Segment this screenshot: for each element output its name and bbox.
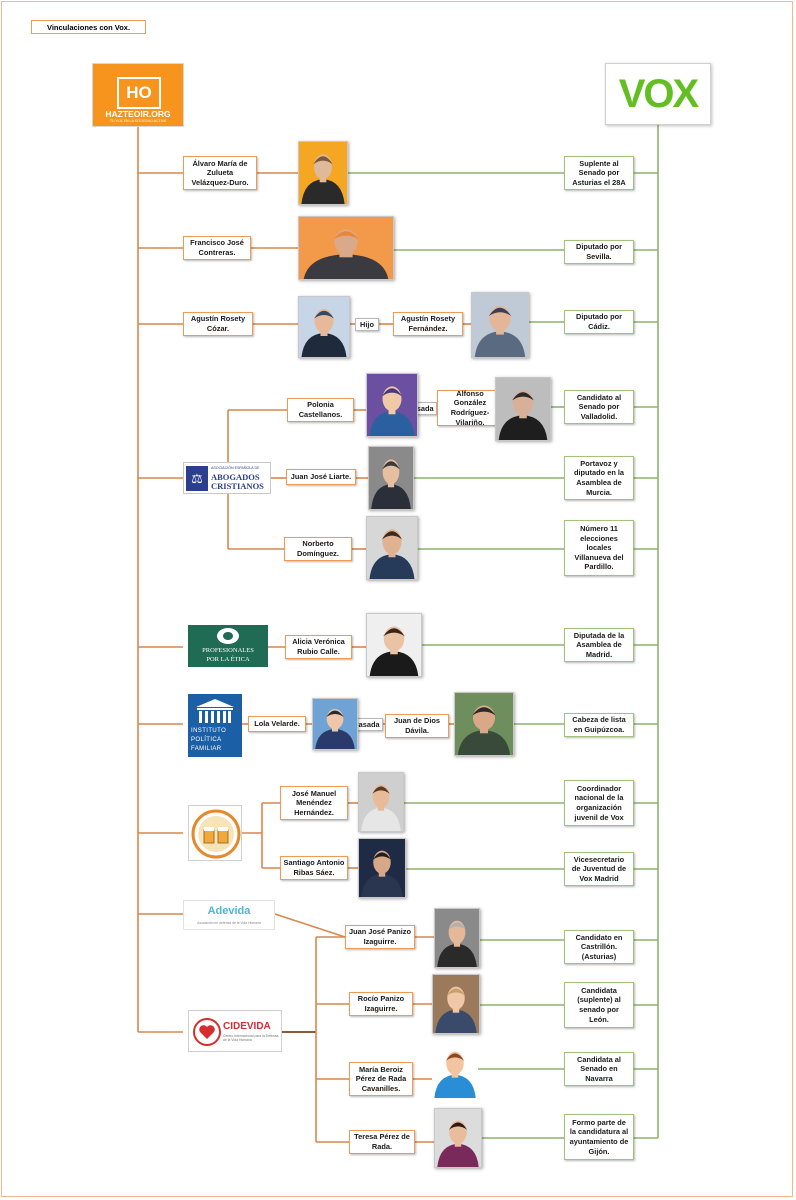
person-santiago: Santiago Antonio Ribas Sáez. — [280, 856, 348, 880]
photo-alvaro — [298, 141, 348, 205]
cidevida-logo: CIDEVIDA Centro Internacional para la De… — [188, 1010, 282, 1052]
photo-norberto — [366, 516, 418, 580]
person-juan-de-dios: Juan de Dios Dávila. — [385, 714, 449, 738]
abogados-top: ASOCIACIÓN ESPAÑOLA DE — [211, 466, 260, 470]
profesionales-etica-logo: PROFESIONALES POR LA ÉTICA — [188, 625, 268, 667]
portrait-icon — [496, 378, 550, 440]
instituto-politica-familiar-logo: INSTITUTO POLÍTICA FAMILIAR — [188, 694, 242, 757]
adevida-tagline: Asociación en defensa de la Vida Humana — [197, 921, 261, 925]
person-panizo-jj: Juan José Panizo Izaguirre. — [345, 925, 415, 949]
portrait-icon — [435, 909, 479, 967]
portrait-icon — [432, 1040, 478, 1098]
person-agustin-cozar: Agustín Rosety Cózar. — [183, 312, 253, 336]
role-candidatura-gijon: Formo parte de la candidatura al ayuntam… — [564, 1114, 634, 1160]
photo-santiago — [358, 838, 406, 898]
abogados-line2: CRISTIANOS — [211, 481, 264, 491]
ipf-line1: INSTITUTO — [191, 728, 227, 734]
portrait-icon — [299, 217, 393, 279]
cidevida-tagline: Centro Internacional para la Defensa de … — [223, 1034, 279, 1043]
role-cabeza-guipuzcoa: Cabeza de lista en Guipúzcoa. — [564, 713, 634, 737]
role-diputada-madrid: Diputada de la Asamblea de Madrid. — [564, 628, 634, 662]
role-suplente-asturias: Suplente al Senado por Asturias el 28A — [564, 156, 634, 190]
profesionales-line2: POR LA ÉTICA — [206, 656, 250, 663]
heart-icon — [193, 1018, 221, 1046]
person-polonia: Polonia Castellanos. — [287, 398, 354, 422]
role-vicesecretario-juventud: Vicesecretario de Juventud de Vox Madrid — [564, 852, 634, 886]
role-candidata-leon: Candidata (suplente) al senado por León. — [564, 982, 634, 1028]
portrait-icon — [367, 374, 417, 436]
columns-icon — [196, 699, 234, 723]
photo-polonia — [366, 373, 418, 437]
ipf-line2: POLÍTICA — [191, 737, 222, 743]
person-teresa: Teresa Pérez de Rada. — [349, 1130, 415, 1154]
cidevida-name: CIDEVIDA — [223, 1021, 271, 1032]
hazteoir-mark: HO — [117, 77, 161, 109]
role-candidato-castrillon: Candidato en Castrillón. (Asturias) — [564, 930, 634, 964]
portrait-icon — [359, 839, 405, 897]
person-liarte: Juan José Liarte. — [286, 469, 356, 485]
person-alfonso: Alfonso González Rodríguez- Vilariño. — [437, 389, 503, 427]
photo-panizo-jj — [434, 908, 480, 968]
portrait-icon — [369, 447, 413, 509]
photo-teresa — [434, 1108, 482, 1168]
role-portavoz-murcia: Portavoz y diputado en la Asamblea de Mu… — [564, 456, 634, 500]
role-numero-11: Número 11 elecciones locales Villanueva … — [564, 520, 634, 576]
person-rocio: Rocío Panizo Izaguirre. — [349, 992, 413, 1016]
role-coordinador-juvenil: Coordinador nacional de la organización … — [564, 780, 634, 826]
person-jose-manuel: José Manuel Menéndez Hernández. — [280, 786, 348, 820]
photo-juan-de-dios — [454, 692, 514, 756]
photo-francisco — [298, 216, 394, 280]
portrait-icon — [435, 1109, 481, 1167]
vox-name: VOX — [618, 72, 699, 116]
portrait-icon — [299, 142, 347, 204]
role-candidata-navarra: Candidata al Senado en Navarra — [564, 1052, 634, 1086]
portrait-icon — [367, 614, 421, 676]
abogados-line1: ABOGADOS — [211, 472, 260, 482]
person-maria: María Beroiz Pérez de Rada Cavanilles. — [349, 1062, 413, 1096]
person-agustin-fernandez: Agustín Rosety Fernández. — [393, 312, 463, 336]
portrait-icon — [367, 517, 417, 579]
photo-maria-avatar — [432, 1040, 478, 1098]
beer-mugs-icon — [191, 809, 241, 859]
relation-hijo: Hijo — [355, 318, 379, 331]
person-alicia: Alicia Verónica Rubio Calle. — [285, 635, 352, 659]
role-candidato-valladolid: Candidato al Senado por Valladolid. — [564, 390, 634, 424]
portrait-icon — [472, 293, 528, 357]
photo-lola — [312, 698, 358, 750]
person-francisco: Francisco José Contreras. — [183, 236, 251, 260]
portrait-icon — [433, 975, 479, 1033]
ipf-line3: FAMILIAR — [191, 746, 222, 752]
person-alvaro: Álvaro María de Zulueta Velázquez-Duro. — [183, 156, 257, 190]
abogados-cristianos-logo: ⚖ ASOCIACIÓN ESPAÑOLA DE ABOGADOS CRISTI… — [183, 462, 271, 494]
photo-alfonso — [495, 377, 551, 441]
portrait-icon — [313, 699, 357, 749]
adevida-name: Adevida — [207, 905, 251, 917]
vox-logo: VOX — [605, 63, 711, 125]
connector-line — [274, 913, 346, 938]
youth-association-logo — [188, 805, 242, 861]
page-title: Vinculaciones con Vox. — [31, 20, 146, 34]
hazteoir-name: HAZTEOIR.ORG — [105, 109, 171, 119]
photo-agustin-fernandez — [471, 292, 529, 358]
role-diputado-cadiz: Diputado por Cádiz. — [564, 310, 634, 334]
photo-agustin-cozar — [298, 296, 350, 358]
adevida-logo: Adevida Asociación en defensa de la Vida… — [183, 900, 275, 930]
person-norberto: Norberto Domínguez. — [284, 537, 352, 561]
portrait-icon — [455, 693, 513, 755]
portrait-icon — [359, 773, 403, 831]
profesionales-line1: PROFESIONALES — [202, 647, 254, 654]
hazteoir-logo: HO HAZTEOIR.ORG TU VOZ EN LA SOCIEDAD AC… — [92, 63, 184, 127]
person-lola: Lola Velarde. — [248, 716, 306, 732]
photo-liarte — [368, 446, 414, 510]
scales-icon: ⚖ — [186, 466, 208, 491]
photo-alicia — [366, 613, 422, 677]
portrait-icon — [299, 297, 349, 357]
role-diputado-sevilla: Diputado por Sevilla. — [564, 240, 634, 264]
hazteoir-tagline: TU VOZ EN LA SOCIEDAD ACTIVA — [109, 119, 167, 123]
photo-rocio — [432, 974, 480, 1034]
photo-jose-manuel — [358, 772, 404, 832]
